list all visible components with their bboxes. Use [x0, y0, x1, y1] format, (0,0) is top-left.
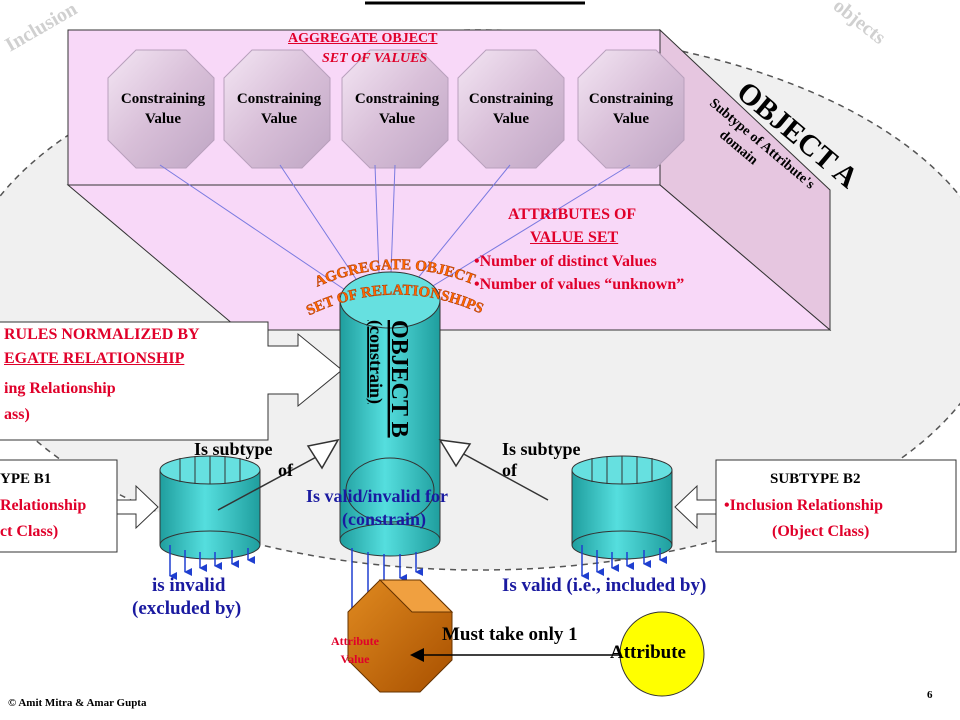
is-invalid-line-2: (excluded by) — [132, 598, 242, 619]
valid-invalid-line-2: (constrain) — [342, 509, 426, 529]
constraining-value-2: Constraining Value — [236, 91, 322, 127]
aggregate-subtitle: SET OF VALUES — [322, 51, 428, 66]
is-subtype-right-1: Is subtype — [502, 439, 581, 459]
constraining-value-octagons — [107, 49, 685, 169]
constraining-value-3: Constraining Value — [354, 91, 440, 127]
attribute-value-label: Attribute Value — [331, 634, 379, 666]
is-subtype-left-1: Is subtype — [194, 439, 273, 459]
object-b-subtitle: (constrain) — [365, 320, 386, 404]
is-subtype-left-2: of — [278, 460, 293, 480]
attribute-circle — [619, 611, 705, 697]
object-b-cylinder — [339, 271, 441, 557]
is-invalid-line-1: is invalid — [152, 575, 226, 596]
subtype-b1-cylinder — [159, 455, 261, 560]
subtype-b2-title: SUBTYPE B2 — [770, 471, 861, 487]
value-set-bullet-1: •Number of distinct Values — [474, 253, 657, 270]
subtype-b2-cylinder — [571, 455, 673, 560]
copyright: © Amit Mitra & Amar Gupta — [8, 697, 147, 709]
value-set-heading-2: VALUE SET — [530, 229, 619, 246]
b2-blue-arrows — [581, 545, 667, 580]
object-b-blue-arrows — [351, 548, 423, 612]
value-set-bullet-2: •Number of values “unknown” — [474, 276, 685, 293]
subtype-b2-line-1: •Inclusion Relationship — [724, 497, 883, 514]
subtype-b1-line-1: Relationship — [0, 497, 87, 514]
rules-line-4: ass) — [4, 406, 30, 423]
is-subtype-right-2: of — [502, 460, 517, 480]
value-set-heading-1: ATTRIBUTES OF — [508, 206, 637, 223]
subtype-b1-line-2: ct Class) — [0, 523, 59, 540]
object-a-bottom-face — [66, 184, 832, 331]
box-to-cylinder-arrows — [116, 484, 717, 530]
aggregate-title: AGGREGATE OBJECT — [288, 31, 438, 46]
subtype-b2-box — [715, 459, 957, 553]
rules-line-3: ing Relationship — [4, 380, 116, 397]
attribute-value-prism — [347, 579, 454, 693]
rules-line-2: EGATE RELATIONSHIP — [4, 350, 185, 367]
constraining-value-5: Constraining Value — [588, 91, 674, 127]
subtype-b1-title: YPE B1 — [0, 471, 52, 487]
valid-invalid-line-1: Is valid/invalid for — [306, 486, 449, 506]
rules-arrow-box — [0, 321, 343, 441]
must-take-label: Must take only 1 — [442, 624, 578, 645]
subtype-b2-line-2: (Object Class) — [772, 523, 870, 540]
is-valid-label: Is valid (i.e., included by) — [502, 575, 707, 596]
page-number: 6 — [927, 689, 933, 701]
subtype-b1-box — [0, 459, 118, 553]
object-b-title: OBJECT B — [386, 320, 412, 438]
b1-blue-arrows — [169, 545, 255, 580]
corner-label-right: objects — [829, 0, 890, 49]
constraining-value-1: Constraining Value — [120, 91, 206, 127]
attribute-label: Attribute — [610, 642, 686, 663]
object-b-label-group: OBJECT B (constrain) — [365, 320, 412, 438]
constraining-value-4: Constraining Value — [468, 91, 554, 127]
rules-line-1: RULES NORMALIZED BY — [4, 326, 200, 343]
subtype-arrows — [217, 438, 549, 511]
